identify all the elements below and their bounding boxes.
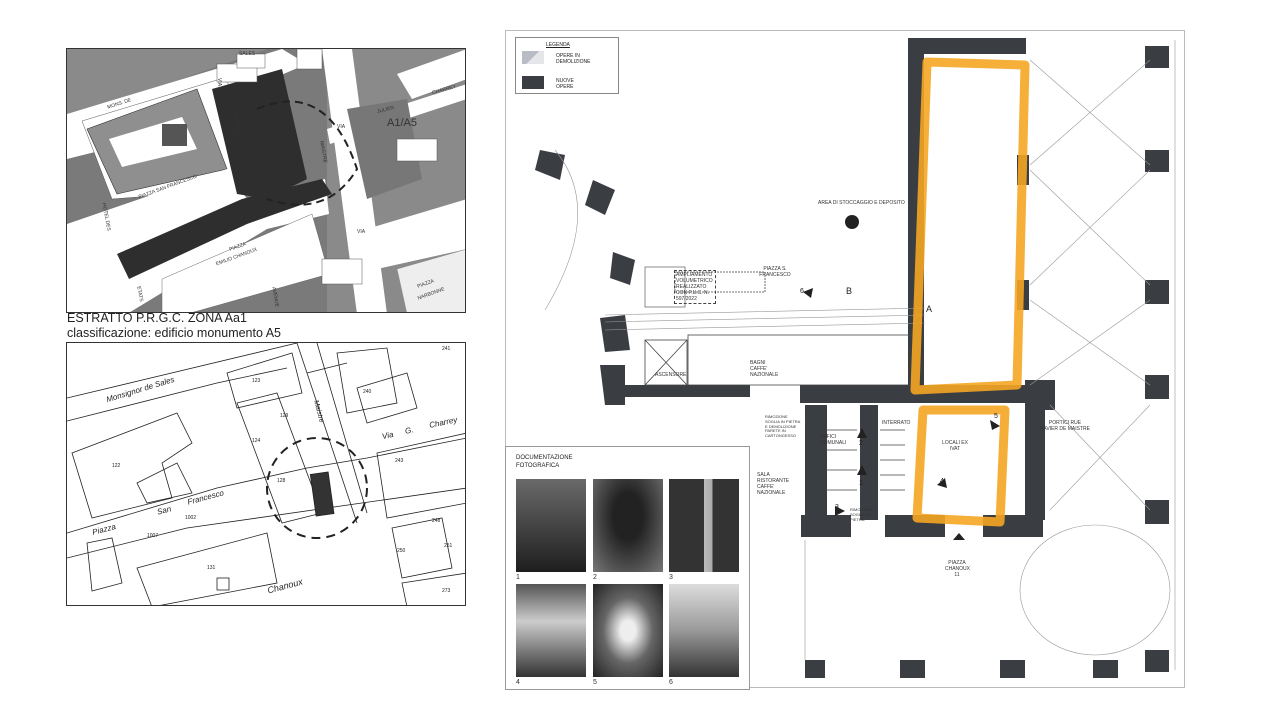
legend-swatch-new (522, 76, 544, 89)
ascensore-label: ASCENSORE (655, 372, 687, 378)
prgc-map: MONS. DE SALES VIA CHABLOZ MAISTRE VIA J… (66, 48, 466, 313)
locali-ex-ivat-label: LOCALI EX IVAT (942, 440, 968, 452)
floor-plan-sheet (505, 30, 1185, 688)
storage-area-label: AREA DI STOCCAGGIO E DEPOSITO (818, 200, 905, 206)
view-number: 6 (800, 288, 804, 295)
parcel-number: 243 (395, 458, 404, 464)
view-number: 4 (940, 478, 944, 485)
view-number: 1 (859, 480, 863, 487)
parcel-number: 123 (252, 378, 261, 384)
threshold-note: RIMOZIONE SOGLIA IN PIETRA (850, 507, 873, 522)
photo-documentation-panel: DOCUMENTAZIONE FOTOGRAFICA 1 2 3 4 5 6 (505, 446, 750, 690)
ampliamento-label: AMPLIAMENTO VOLUMETRICO REALIZZATO CON P… (674, 270, 716, 304)
photo-number: 4 (516, 679, 520, 686)
street-label: SALES (239, 51, 256, 57)
view-number: 2 (859, 440, 863, 447)
legend: LEGENDA OPERE IN DEMOLIZIONE NUOVE OPERE (515, 37, 619, 94)
parcel-number: 1002 (185, 515, 197, 521)
photo-number: 6 (669, 679, 673, 686)
piazza-chanoux-label: PIAZZA CHANOUX 11 (945, 560, 971, 578)
parcel-number: 124 (252, 438, 261, 444)
photo-4 (516, 584, 586, 677)
photo-number: 1 (516, 574, 520, 581)
legend-label-new: NUOVE OPERE (556, 78, 574, 90)
piazza-san-francesco-label: PIAZZA S. FRANCESCO (759, 266, 791, 278)
legend-label-demolition: OPERE IN DEMOLIZIONE (556, 53, 591, 65)
photo-3 (669, 479, 739, 572)
photo-6 (669, 584, 739, 677)
parcel-number: 251 (444, 543, 453, 549)
sala-label: SALA RISTORANTE CAFFE' NAZIONALE (757, 472, 790, 496)
photo-2 (593, 479, 663, 572)
parcel-number: 240 (363, 389, 372, 395)
photo-number: 3 (669, 574, 673, 581)
parcel-number: 248 (432, 518, 441, 524)
legend-title: LEGENDA (546, 42, 570, 48)
cadastral-map-drawing (67, 343, 465, 605)
map-caption-title: ESTRATTO P.R.G.C. ZONA Aa1 (67, 311, 247, 325)
parcel-number: 1007 (147, 533, 159, 539)
uffici-label: UFFICI COMUNALI (820, 434, 847, 446)
street-label: G. (404, 425, 415, 436)
parcel-number: 129 (280, 413, 289, 419)
floor-plan-drawing (535, 38, 1176, 678)
photo-1 (516, 479, 586, 572)
demolition-note: RIMOZIONE SOGLIA IN PIETRA E DEMOLIZIONE… (765, 414, 801, 439)
cadastral-map: Monsignor de Sales Maistre Via G. Charre… (66, 342, 466, 606)
prgc-map-drawing (67, 49, 465, 312)
photo-number: 2 (593, 574, 597, 581)
view-number: 5 (994, 413, 998, 420)
section-a-marker: A (926, 304, 933, 314)
parcel-number: 122 (112, 463, 121, 469)
map-caption-classification: classificazione: edificio monumento A5 (67, 326, 282, 340)
photo-panel-title: DOCUMENTAZIONE FOTOGRAFICA (516, 455, 573, 469)
highlighted-area (910, 57, 1030, 527)
street-label: VIA (357, 229, 366, 235)
photo-number: 5 (593, 679, 597, 686)
view-number: 3 (835, 504, 839, 511)
photo-5 (593, 584, 663, 677)
storage-marker (845, 215, 859, 229)
street-label: VIA (216, 77, 223, 87)
parcel-number: 250 (397, 548, 406, 554)
parcel-number: 241 (442, 346, 451, 352)
portici-label: PORTICI RUE XAVIER DE MAISTRE (1040, 420, 1090, 432)
interrato-label: INTERRATO (882, 420, 911, 426)
parcel-number: 131 (207, 565, 216, 571)
legend-swatch-demolition (522, 51, 544, 64)
zone-label: A1/A5 (387, 117, 417, 129)
parcel-number: 128 (277, 478, 286, 484)
bagni-label: BAGNI CAFFE' NAZIONALE (750, 360, 779, 378)
parcel-number: 273 (442, 588, 451, 594)
street-label: VIA (337, 124, 346, 130)
section-b-marker: B (846, 286, 853, 296)
